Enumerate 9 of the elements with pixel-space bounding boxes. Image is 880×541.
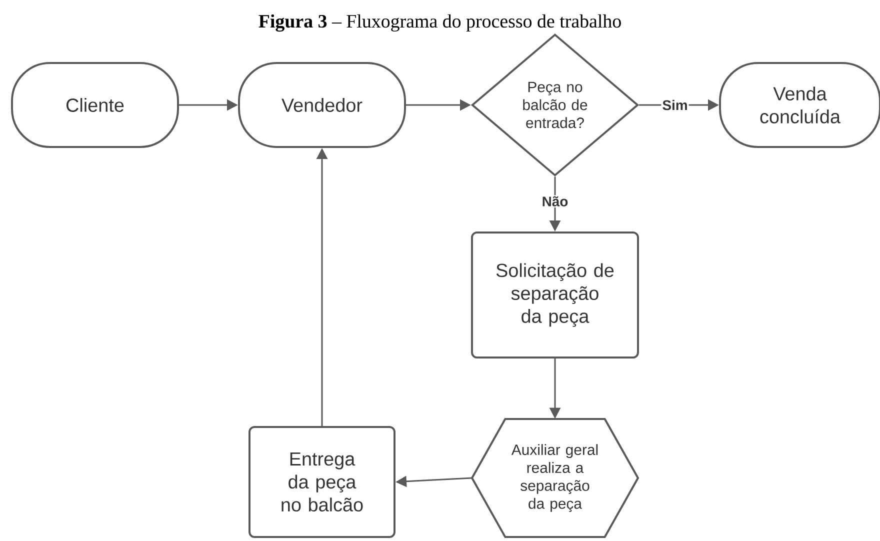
process-hexagon: Auxiliar geral realiza a separação da peça [471, 418, 639, 538]
edge-label: Sim [661, 98, 689, 112]
edge-label: Não [540, 195, 570, 208]
terminal-box: Vendedor [238, 62, 406, 148]
terminal-box: Venda concluída [719, 62, 880, 148]
process-box: Entrega da peça no balcão [248, 426, 396, 538]
process-box: Solicitação de separação da peça [471, 232, 639, 358]
terminal-box: Cliente [11, 62, 179, 148]
figure-title: Figura 3 – Fluxograma do processo de trabalho [258, 14, 621, 32]
